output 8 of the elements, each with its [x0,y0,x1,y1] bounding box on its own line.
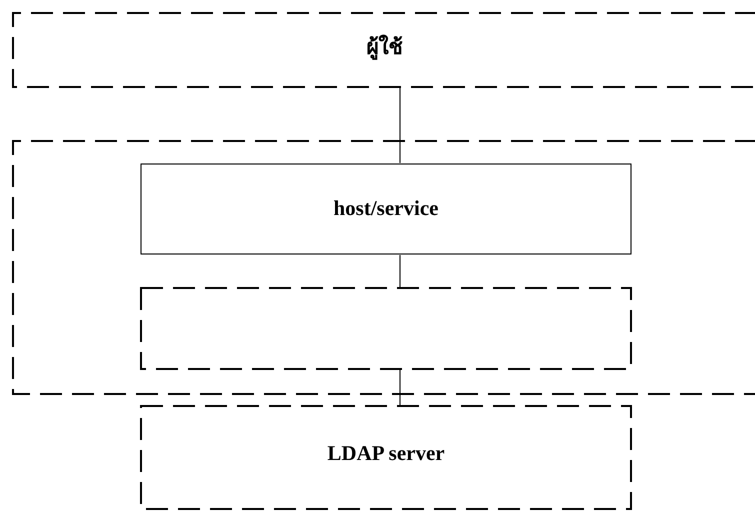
user-band [12,12,755,88]
node-label: LDAP server [326,441,446,466]
process-box [140,163,632,255]
module-box [140,287,632,370]
node-label: host/service [332,196,440,221]
server-box [140,405,632,510]
node-label: ผู้ใช้ [366,34,404,62]
system-boundary [12,140,755,395]
